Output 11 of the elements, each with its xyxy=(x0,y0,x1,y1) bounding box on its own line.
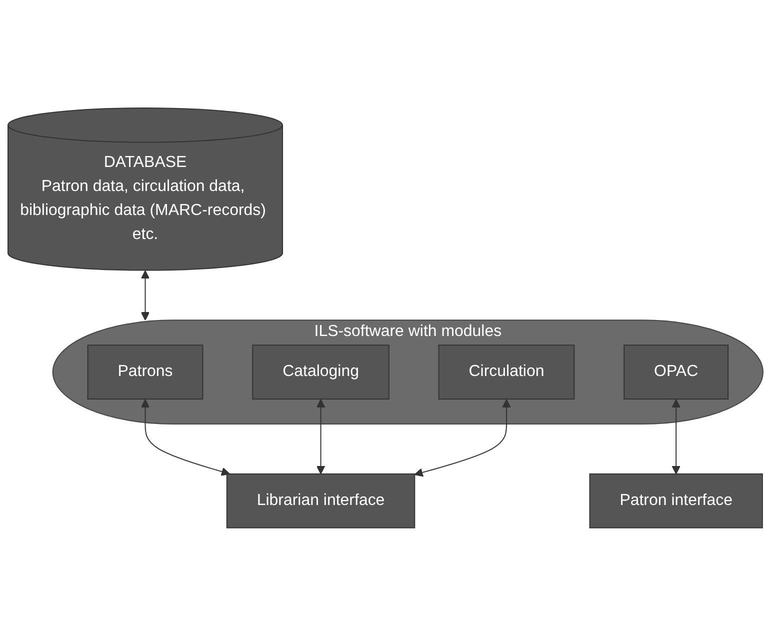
node-box: Patron interface xyxy=(589,474,763,528)
arrow xyxy=(316,399,326,474)
node-box: OPAC xyxy=(624,344,729,400)
node-box: Circulation xyxy=(438,344,575,400)
arrow xyxy=(672,399,680,474)
node-box: Librarian interface xyxy=(226,474,416,528)
arrow xyxy=(140,270,150,321)
arrow xyxy=(414,399,511,477)
node-box: Patrons xyxy=(87,344,204,400)
arrow xyxy=(140,399,230,476)
node-box: Cataloging xyxy=(252,344,390,400)
